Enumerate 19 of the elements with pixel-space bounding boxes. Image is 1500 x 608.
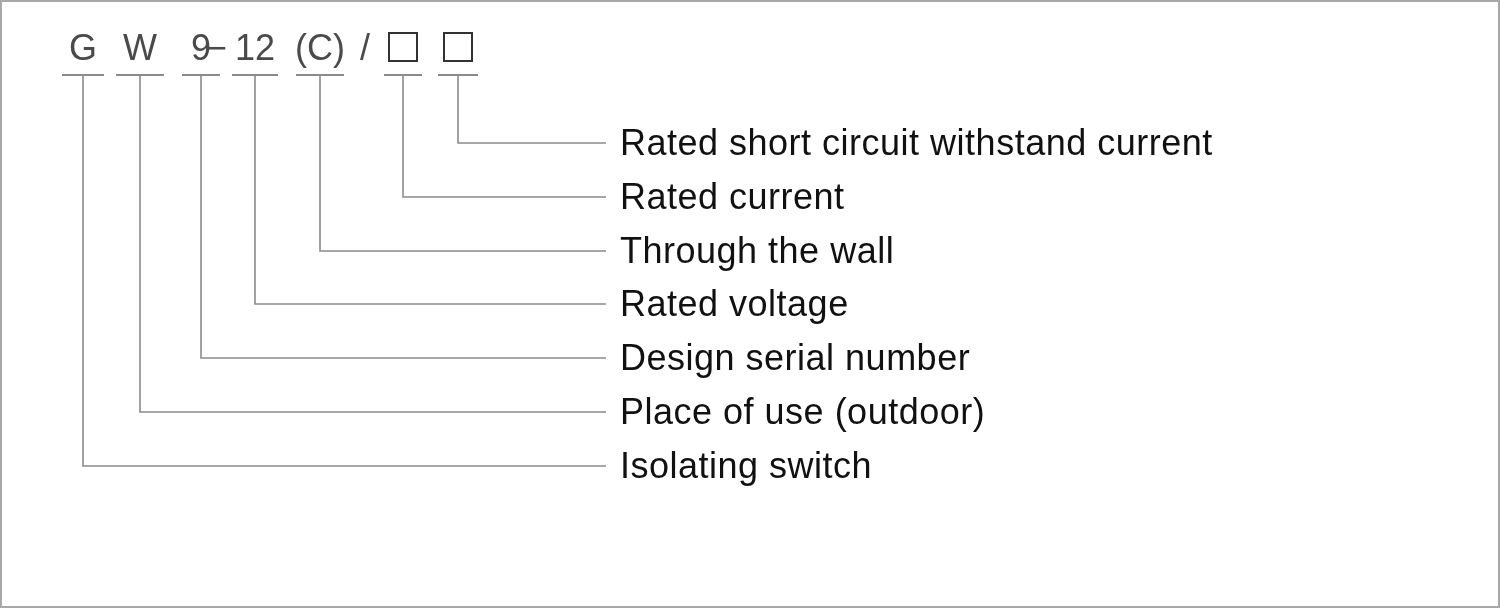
leader-line bbox=[457, 75, 607, 144]
leader-line bbox=[200, 75, 607, 359]
leader-line bbox=[82, 75, 607, 467]
code-character: (C) bbox=[295, 28, 345, 68]
description-label: Through the wall bbox=[620, 230, 895, 272]
leader-line bbox=[254, 75, 607, 305]
code-character: 12 bbox=[234, 28, 275, 68]
description-label: Place of use (outdoor) bbox=[620, 391, 986, 433]
description-label: Rated short circuit withstand current bbox=[620, 122, 1213, 164]
description-label: Isolating switch bbox=[620, 445, 873, 487]
leader-line bbox=[139, 75, 607, 413]
leader-line bbox=[319, 75, 607, 252]
description-label: Design serial number bbox=[620, 337, 971, 379]
leader-line bbox=[402, 75, 607, 198]
separator-symbol: / bbox=[360, 28, 370, 68]
description-label: Rated voltage bbox=[620, 283, 849, 325]
code-character: W bbox=[123, 28, 157, 68]
description-label: Rated current bbox=[620, 176, 845, 218]
code-character: G bbox=[69, 28, 97, 68]
